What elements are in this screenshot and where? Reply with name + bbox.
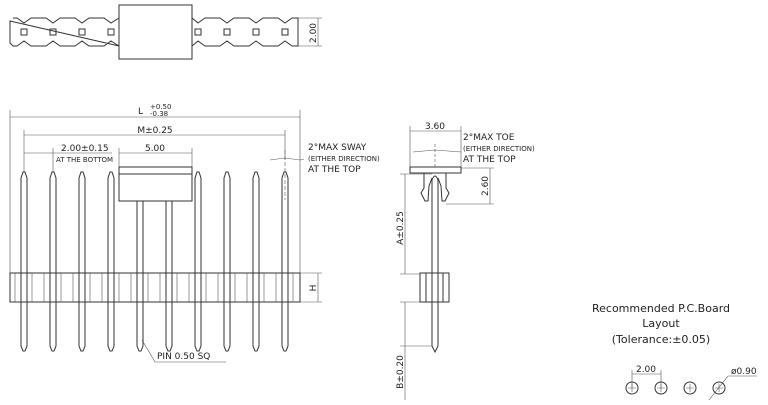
pin-note: PIN 0.50 SQ [157,352,210,362]
toe-note-1: 2°MAX TOE [463,133,515,143]
top-housing-box [118,4,193,60]
pin-square [49,28,57,36]
pcb-hole-dim: ø0.90 [731,367,757,377]
pcb-title-3: (Tolerance:±0.05) [612,333,710,346]
pcb-layout: Recommended P.C.Board Layout (Tolerance:… [592,302,757,401]
side-view: 3.60 2°MAX TOE (EITHER DIRECTION) AT THE… [396,122,535,400]
pin-square [223,28,231,36]
front-view: L +0.50 -0.38 M±0.25 2.00±0.15 AT THE BO… [9,103,380,363]
sway-note-1: 2°MAX SWAY [308,143,367,153]
top-width-dim: 2.00 [309,23,319,43]
pin [78,171,86,352]
b-dim: B±0.20 [396,355,406,389]
pcb-title-1: Recommended P.C.Board [592,302,730,315]
pin-square [281,28,289,36]
pcb-hole [683,381,697,395]
top-dim: 2.60 [481,176,491,196]
pcb-hole [654,381,668,395]
pcb-hole [712,381,726,395]
length-dim: L [138,107,143,117]
length-tol-plus: +0.50 [150,103,171,111]
pin-square [252,28,260,36]
pitch-note: AT THE BOTTOM [56,156,113,164]
hole-center-mark [657,384,665,392]
pin [107,171,115,352]
pin [20,171,28,352]
pcb-pitch-dim: 2.00 [636,365,656,375]
pcb-hole [625,381,639,395]
side-width-dim: 3.60 [425,122,445,132]
pcb-title-2: Layout [642,317,680,330]
pin [136,201,144,352]
pin-square [194,28,202,36]
box-dim: 5.00 [145,144,165,154]
a-dim: A±0.25 [396,211,406,245]
hole-center-mark [715,384,723,392]
hole-center-mark [628,384,636,392]
pin [165,201,173,352]
pin [252,171,260,352]
pin-square [107,28,115,36]
header-body [9,272,301,303]
length-tol-minus: -0.38 [150,110,168,118]
pin-square [20,28,28,36]
top-view: 2.00 [9,4,322,60]
pin [194,171,202,352]
m-dim: M±0.25 [137,126,172,136]
pin [223,171,231,352]
pitch-dim: 2.00±0.15 [61,144,109,154]
sway-note-2: (EITHER DIRECTION) [308,155,380,163]
height-dim: H [309,285,319,292]
toe-note-2: (EITHER DIRECTION) [463,145,535,153]
toe-note-3: AT THE TOP [463,155,516,165]
hole-center-mark [686,384,694,392]
pin [281,171,289,352]
pin-square [78,28,86,36]
pin [49,171,57,352]
front-housing-box [118,166,193,202]
sway-note-3: AT THE TOP [308,165,361,175]
